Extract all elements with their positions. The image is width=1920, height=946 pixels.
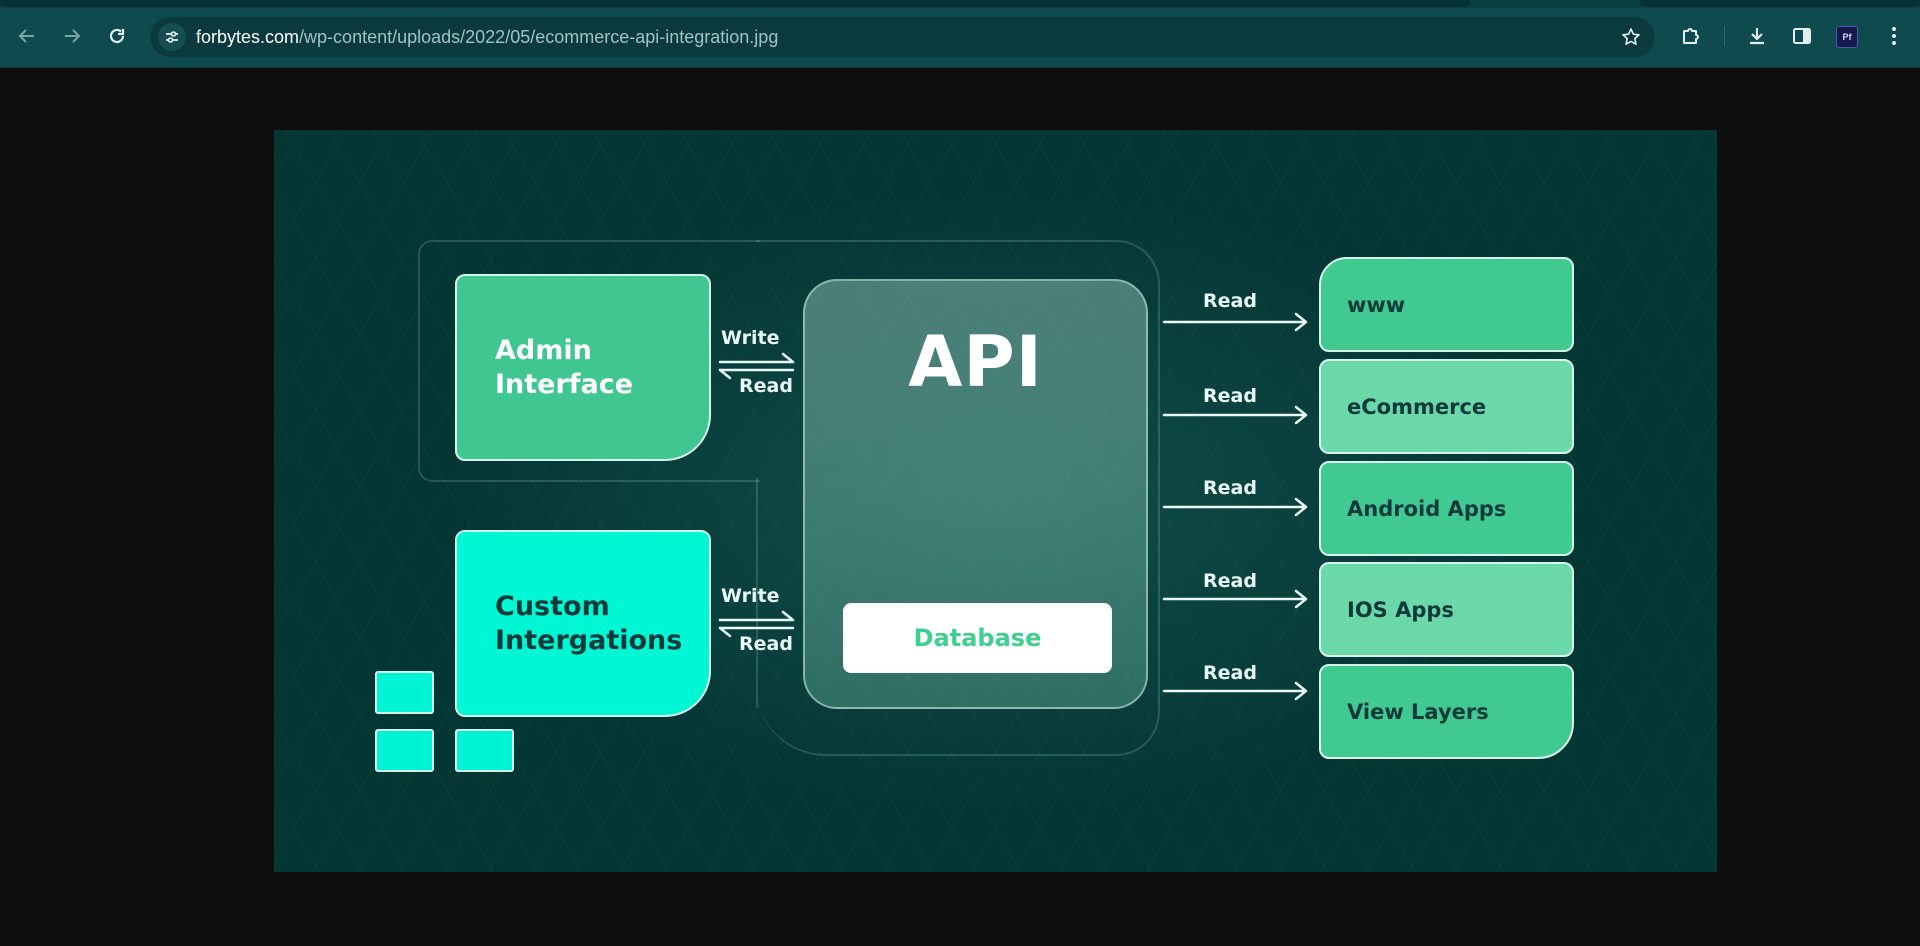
output-label: IOS Apps <box>1347 597 1454 622</box>
output-read-label: Read <box>1203 570 1257 592</box>
back-icon[interactable] <box>11 20 43 52</box>
api-title: API <box>908 321 1043 403</box>
custom-read-label: Read <box>739 633 793 655</box>
custom-write-label: Write <box>721 585 780 607</box>
decorative-square <box>455 729 514 772</box>
url-host: forbytes.com <box>196 27 300 47</box>
custom-integrations-box: Custom Intergations <box>455 530 711 717</box>
url-path: /wp-content/uploads/2022/05/ecommerce-ap… <box>299 27 779 47</box>
output-read-label: Read <box>1203 385 1257 407</box>
output-box-view-layers: View Layers <box>1319 664 1574 759</box>
extensions-icon[interactable] <box>1677 22 1705 50</box>
api-group-left-edge <box>756 478 758 708</box>
side-panel-icon[interactable] <box>1788 22 1816 50</box>
browser-toolbar: forbytes.com/wp-content/uploads/2022/05/… <box>0 0 1920 68</box>
site-settings-icon[interactable] <box>158 23 186 51</box>
output-box-www: www <box>1319 257 1574 352</box>
database-label: Database <box>913 624 1042 652</box>
download-icon[interactable] <box>1743 22 1771 50</box>
output-read-label: Read <box>1203 477 1257 499</box>
custom-integrations-label: Custom Intergations <box>495 590 683 656</box>
pdf-extension-icon[interactable]: Pf <box>1836 26 1858 48</box>
tab-strip <box>0 0 1920 8</box>
api-group-outline <box>756 240 1160 756</box>
image-canvas: Admin Interface Custom Intergations Writ… <box>274 130 1717 872</box>
decorative-square <box>375 671 434 714</box>
bookmark-star-icon[interactable] <box>1619 25 1643 49</box>
output-box-ios-apps: IOS Apps <box>1319 562 1574 657</box>
output-box-android-apps: Android Apps <box>1319 461 1574 556</box>
output-read-label: Read <box>1203 290 1257 312</box>
decorative-square <box>375 729 434 772</box>
reload-icon[interactable] <box>101 20 133 52</box>
address-bar[interactable]: forbytes.com/wp-content/uploads/2022/05/… <box>150 17 1655 57</box>
output-box-ecommerce: eCommerce <box>1319 359 1574 454</box>
database-box: Database <box>843 603 1112 673</box>
admin-interface-box: Admin Interface <box>455 274 711 461</box>
tab-strip-segment <box>0 0 1470 7</box>
api-panel: API Database <box>803 279 1148 709</box>
menu-icon[interactable] <box>1880 22 1908 50</box>
output-label: eCommerce <box>1347 394 1487 419</box>
output-label: Android Apps <box>1347 496 1507 521</box>
tab-strip-segment <box>1640 0 1920 7</box>
url-text[interactable]: forbytes.com/wp-content/uploads/2022/05/… <box>196 27 778 48</box>
admin-write-label: Write <box>721 327 780 349</box>
admin-read-label: Read <box>739 375 793 397</box>
output-label: View Layers <box>1347 699 1489 724</box>
toolbar-separator <box>1724 26 1725 46</box>
forward-icon[interactable] <box>56 20 88 52</box>
output-read-label: Read <box>1203 662 1257 684</box>
admin-group-outline <box>418 240 760 482</box>
admin-interface-label: Admin Interface <box>495 334 634 400</box>
output-label: www <box>1347 292 1406 317</box>
